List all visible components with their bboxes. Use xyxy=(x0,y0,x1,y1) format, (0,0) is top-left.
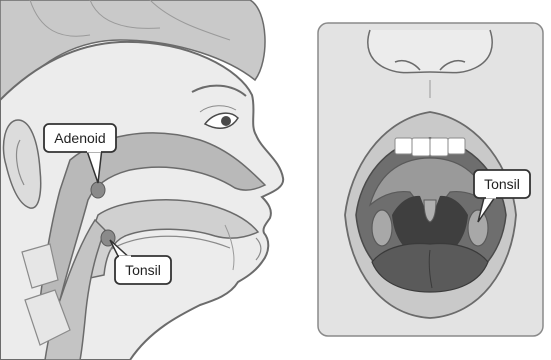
adenoid-tissue xyxy=(91,182,105,198)
nose xyxy=(368,30,492,73)
side-profile-illustration xyxy=(0,0,283,360)
tonsil-left xyxy=(372,210,392,246)
adenoid-label: Adenoid xyxy=(54,130,105,146)
tonsil-mouth-label: Tonsil xyxy=(484,176,520,192)
tonsil-right xyxy=(468,210,488,246)
tonsil-side-label: Tonsil xyxy=(125,262,161,278)
upper-teeth xyxy=(395,138,465,156)
